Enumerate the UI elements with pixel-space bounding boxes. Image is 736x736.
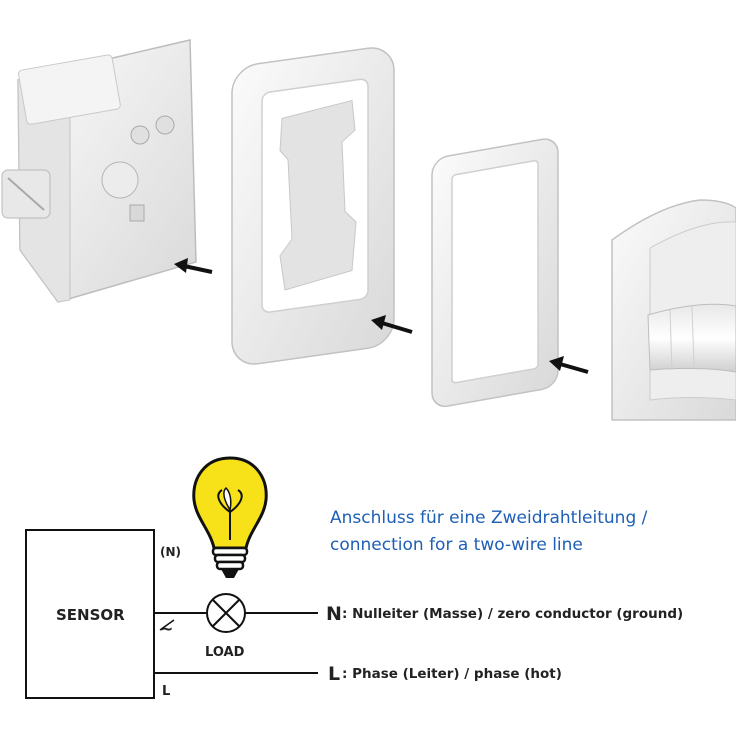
arrow-left-icon [549, 356, 589, 374]
n-letter: N [326, 603, 342, 625]
arrow-left-icon [174, 258, 213, 274]
sensor-head [611, 199, 736, 421]
l-description: : Phase (Leiter) / phase (hot) [342, 666, 562, 682]
insert-module [1, 39, 197, 303]
load-label: LOAD [205, 645, 245, 660]
sensor-label: SENSOR [56, 606, 125, 624]
lamp-symbol-icon [206, 593, 246, 633]
arrow-left-icon [371, 315, 413, 334]
title-line-1: Anschluss für eine Zweidrahtleitung / [330, 508, 648, 528]
title-line-2: connection for a two-wire line [330, 535, 583, 555]
l-terminal-label: L [162, 684, 170, 699]
lightbulb-icon [192, 456, 268, 578]
intermediate-frame [431, 138, 559, 408]
cover-frame [231, 47, 395, 365]
l-letter: L [328, 663, 340, 685]
switch-symbol: ~ [160, 619, 173, 638]
n-terminal-label: (N) [160, 545, 181, 559]
n-description: : Nulleiter (Masse) / zero conductor (gr… [342, 606, 683, 622]
sensor-box [25, 529, 155, 699]
